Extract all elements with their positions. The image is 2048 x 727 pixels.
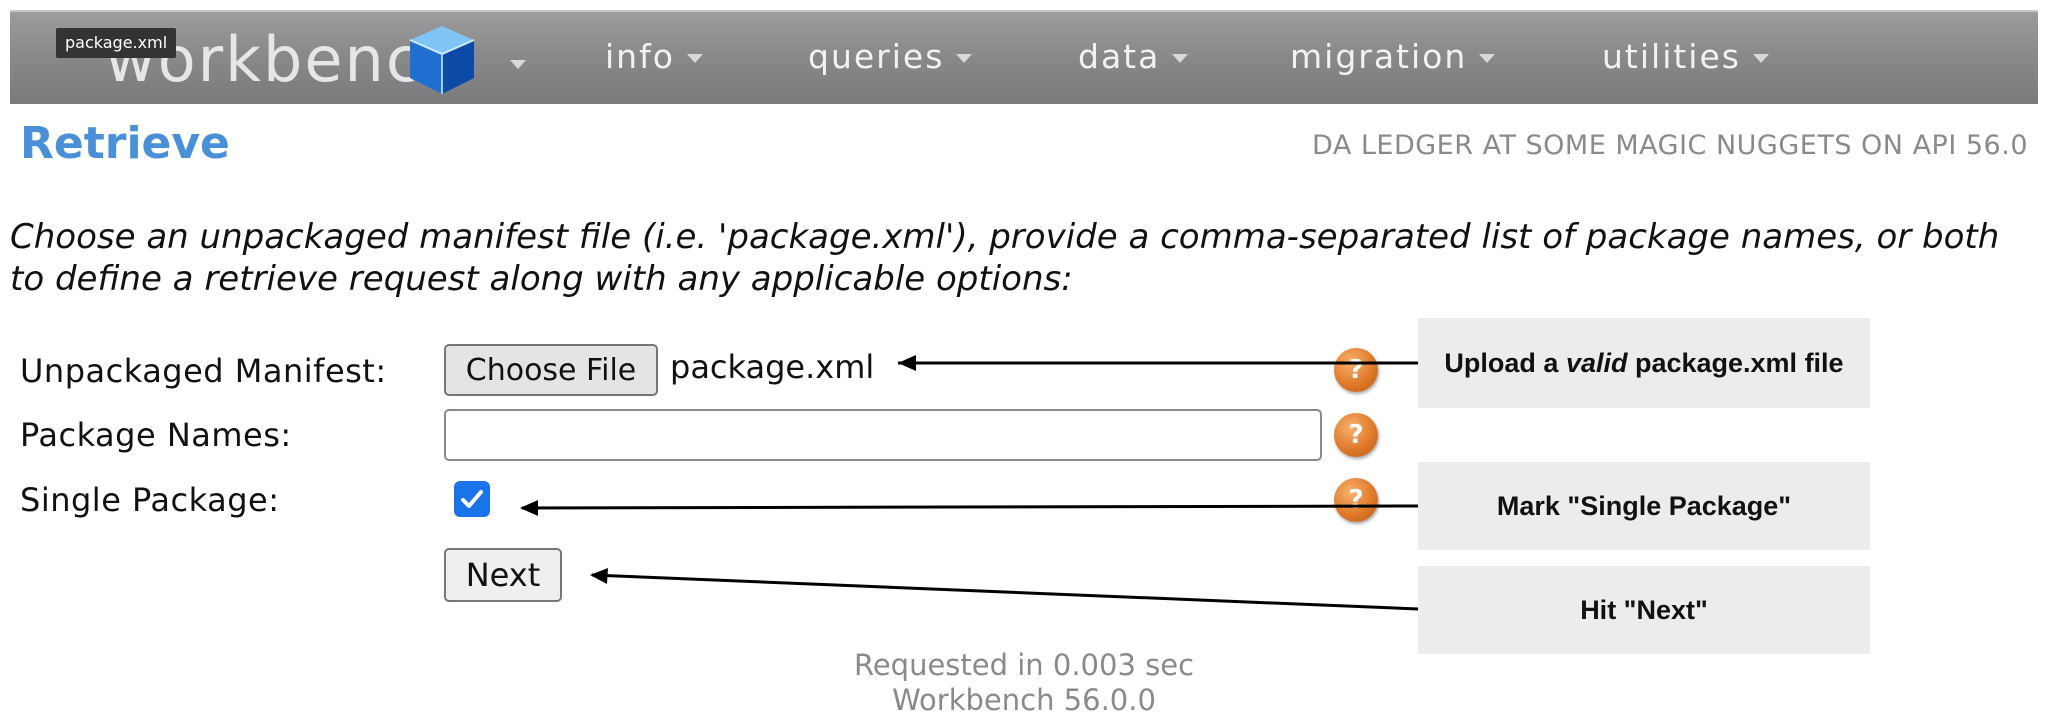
menu-utilities[interactable]: utilities: [1602, 12, 1769, 104]
arrow-to-next-button: [591, 573, 1419, 611]
caret-down-icon: [686, 54, 703, 63]
page-title: Retrieve: [20, 118, 230, 169]
file-name-tooltip: package.xml: [56, 28, 177, 58]
arrow-to-checkbox: [521, 504, 1419, 510]
top-nav-bar: workbench info queries data migration ut…: [10, 10, 2038, 104]
checkmark-icon: [461, 490, 483, 508]
callout-next: Hit "Next": [1418, 566, 1870, 654]
caret-down-icon: [1172, 54, 1189, 63]
arrowhead-next: [590, 568, 608, 584]
arrowhead-checkbox: [520, 500, 538, 516]
package-names-input[interactable]: [444, 409, 1322, 461]
callout-upload-emphasis: valid: [1565, 347, 1628, 378]
selected-file-name: package.xml: [670, 348, 875, 386]
callout-upload-suffix: package.xml file: [1627, 347, 1844, 378]
instructions-text: Choose an unpackaged manifest file (i.e.…: [10, 217, 2000, 299]
caret-down-icon: [956, 54, 973, 63]
help-icon[interactable]: ?: [1334, 413, 1378, 457]
menu-utilities-label: utilities: [1602, 37, 1741, 76]
next-button[interactable]: Next: [444, 548, 562, 602]
caret-down-icon: [1752, 54, 1769, 63]
arrowhead-file: [898, 355, 916, 371]
menu-data[interactable]: data: [1078, 12, 1189, 104]
single-package-checkbox[interactable]: [454, 481, 490, 517]
request-timing: Requested in 0.003 sec: [853, 648, 1195, 682]
menu-info-label: info: [605, 37, 675, 76]
caret-down-icon: [1479, 54, 1496, 63]
manifest-label: Unpackaged Manifest:: [20, 352, 387, 390]
brand-caret-down-icon[interactable]: [510, 60, 526, 69]
menu-queries-label: queries: [808, 37, 945, 76]
callout-upload-prefix: Upload a: [1444, 347, 1566, 378]
cube-logo-icon[interactable]: [402, 20, 482, 100]
menu-queries[interactable]: queries: [808, 12, 973, 104]
org-context: DA LEDGER AT SOME MAGIC NUGGETS ON API 5…: [1312, 130, 2028, 161]
choose-file-button[interactable]: Choose File: [444, 344, 658, 396]
single-package-label: Single Package:: [20, 481, 280, 519]
menu-data-label: data: [1078, 37, 1161, 76]
callout-upload: Upload a valid package.xml file: [1418, 318, 1870, 408]
workbench-version: Workbench 56.0.0: [892, 683, 1156, 717]
menu-migration-label: migration: [1290, 37, 1468, 76]
menu-migration[interactable]: migration: [1290, 12, 1496, 104]
menu-info[interactable]: info: [605, 12, 703, 104]
callout-single-package: Mark "Single Package": [1418, 462, 1870, 550]
package-names-label: Package Names:: [20, 416, 292, 454]
